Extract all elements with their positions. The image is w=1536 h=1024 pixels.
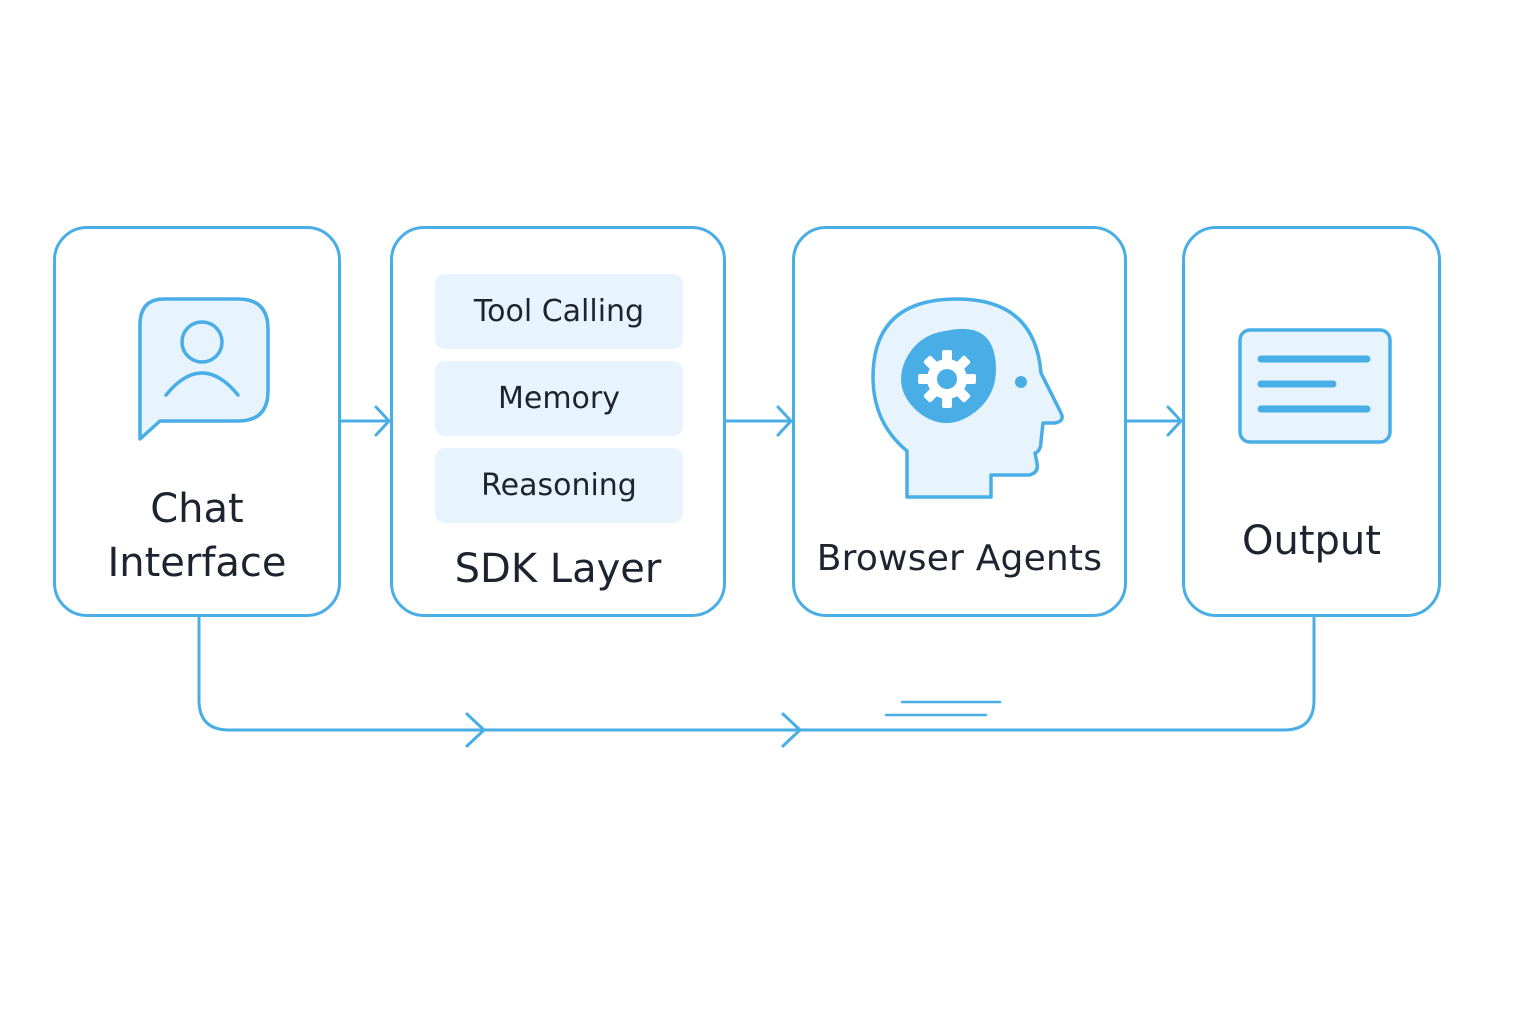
arrowhead-sdk-to-agents <box>776 405 793 437</box>
chat-interface-label: Chat Interface <box>56 482 338 590</box>
module-tool-calling: Tool Calling <box>435 274 683 349</box>
browser-agents-node: Browser Agents <box>792 226 1127 617</box>
chat-label-line-1: Chat <box>150 486 244 532</box>
chat-user-icon <box>134 295 274 445</box>
bottom-arrowhead-1 <box>465 712 486 748</box>
arrowhead-agents-to-output <box>1166 405 1183 437</box>
chat-label-line-2: Interface <box>107 540 287 586</box>
output-label: Output <box>1242 518 1381 564</box>
output-node: Output <box>1182 226 1441 617</box>
chat-interface-node: Chat Interface <box>53 226 341 617</box>
sdk-layer-node: Tool Calling Memory Reasoning SDK Layer <box>390 226 726 617</box>
bottom-arrowhead-2 <box>781 712 802 748</box>
arrowhead-chat-to-sdk <box>374 405 391 437</box>
module-reasoning: Reasoning <box>435 448 683 523</box>
module-memory: Memory <box>435 361 683 436</box>
document-icon <box>1237 327 1393 445</box>
sdk-layer-label: SDK Layer <box>454 546 662 592</box>
browser-agents-label: Browser Agents <box>816 538 1103 579</box>
head-gear-icon <box>865 291 1065 503</box>
bottom-flow-path <box>197 615 1316 732</box>
